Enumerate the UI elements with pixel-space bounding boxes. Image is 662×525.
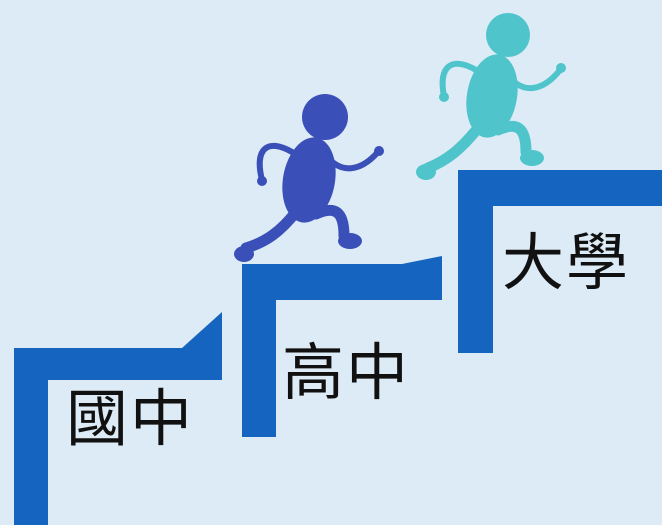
step-label-senior-high: 高中: [282, 336, 411, 409]
step-label-junior-high: 國中: [66, 382, 195, 455]
step-university: [458, 170, 662, 353]
step-junior-high: [14, 312, 222, 525]
running-person-icon: [234, 94, 384, 262]
running-person-icon: [416, 13, 566, 180]
step-senior-high: [242, 256, 442, 437]
step-label-university: 大學: [502, 226, 631, 299]
